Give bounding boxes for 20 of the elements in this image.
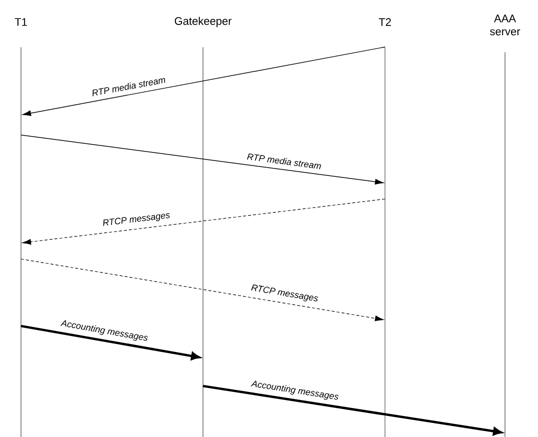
participant-label: T2 xyxy=(378,18,391,26)
edge-label: RTCP messages xyxy=(249,283,320,305)
arrow xyxy=(20,134,384,185)
participant-label: T1 xyxy=(14,18,27,26)
lifeline xyxy=(202,47,204,437)
arrow xyxy=(202,384,502,436)
edge-label: RTCP messages xyxy=(101,210,172,229)
arrow xyxy=(22,46,386,116)
lifeline xyxy=(20,47,22,437)
participant-label: Gatekeeper xyxy=(174,16,232,28)
edge-label: RTP media stream xyxy=(246,152,323,170)
arrow xyxy=(20,258,384,322)
edge-label: Accounting messages xyxy=(250,378,340,403)
lifeline xyxy=(384,47,386,437)
arrow xyxy=(20,324,200,360)
edge-label: RTP media stream xyxy=(90,74,168,98)
participant-label: AAA server xyxy=(490,14,520,36)
lifeline xyxy=(504,52,506,437)
arrow xyxy=(22,198,386,245)
edge-label: Accounting messages xyxy=(59,318,150,344)
